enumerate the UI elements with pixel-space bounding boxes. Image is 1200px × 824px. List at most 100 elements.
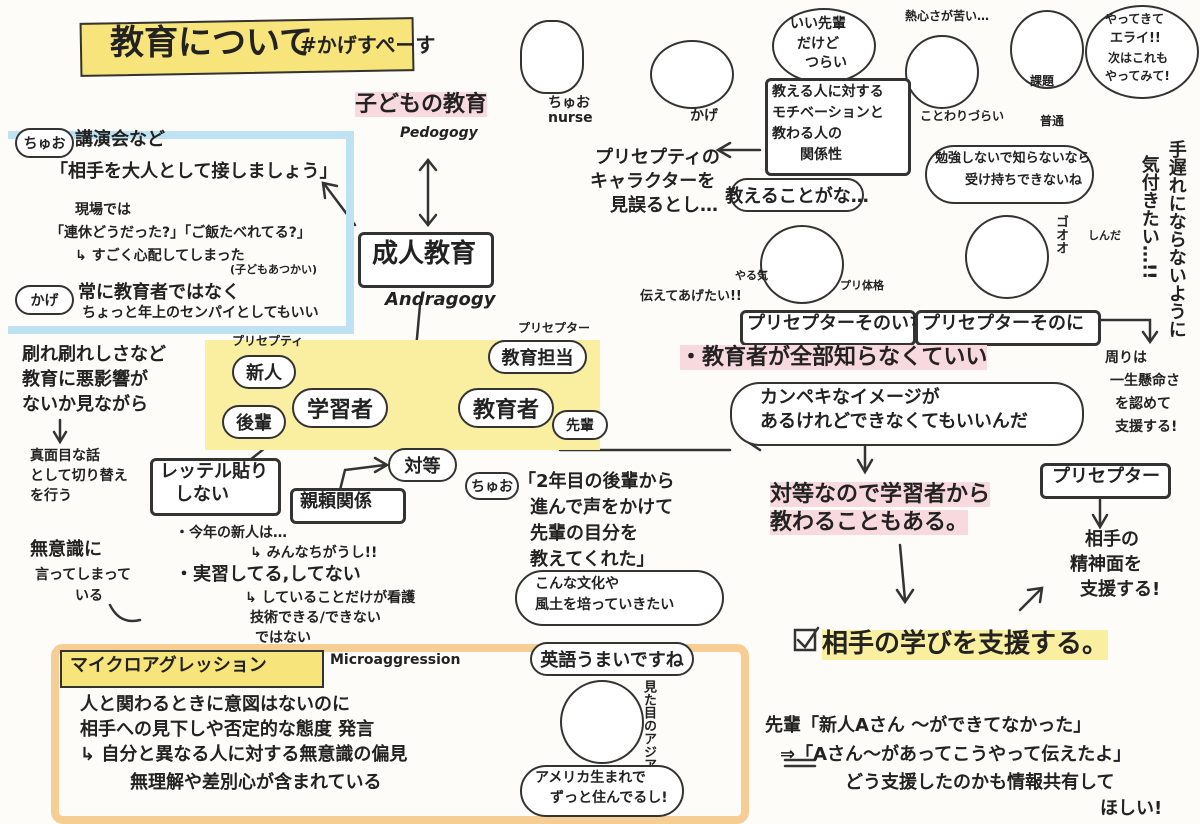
micro-title-bar bbox=[60, 650, 324, 688]
culture-bubble bbox=[515, 570, 724, 626]
motivation-3: 関係性 bbox=[800, 147, 842, 163]
no-all-text: ・教育者が全部知らなくていい bbox=[680, 345, 988, 371]
top-bubble2-1: エライ!! bbox=[1110, 31, 1161, 46]
trust-line-3: ↳ していることだけが看護 bbox=[245, 590, 416, 606]
left-line-5: (子どもあつかい) bbox=[230, 263, 318, 276]
left-col-c-1: 言ってしまって bbox=[35, 567, 132, 583]
andragogy-label: Andragogy bbox=[385, 289, 496, 310]
culture-line-0: こんな文化や bbox=[535, 576, 619, 592]
mental-2: 支援する! bbox=[1080, 579, 1161, 600]
person2-face-icon bbox=[905, 35, 979, 109]
trust-line-1: ↳ みんなちがうし!! bbox=[250, 545, 378, 561]
top-note2: ことわりづらい bbox=[920, 109, 1005, 123]
person-face-icon bbox=[560, 680, 644, 764]
label-box bbox=[150, 458, 281, 516]
senior-bubble: 先輩 bbox=[552, 410, 608, 440]
perfect-1: あるけれどできなくてもいいんだ bbox=[760, 411, 1028, 432]
preceptor-box bbox=[1040, 463, 1171, 499]
trust-line-4: 技術できる/できない bbox=[250, 610, 381, 626]
bottom-right-1: ⇒「Aさん～があってこうやって伝えたよ」 bbox=[780, 744, 1132, 765]
preceptor1-side2: やる気 bbox=[735, 269, 768, 282]
bottom-right-0: 先輩「新人Aさん ～ができてなかった」 bbox=[765, 715, 1092, 736]
chuo-avatar-icon bbox=[520, 20, 584, 94]
top-note4: 普通 bbox=[1040, 114, 1065, 128]
pedagogy-label: Pedogogy bbox=[400, 125, 478, 141]
chuo-name: ちゅお bbox=[548, 95, 590, 111]
trust-line-5: ではない bbox=[255, 630, 311, 646]
hashtag: #かげすぺーす bbox=[300, 33, 436, 57]
person3-face-icon bbox=[1010, 10, 1084, 89]
motivation-0: 教える人に対する bbox=[772, 84, 884, 100]
support-text: 相手の学びを支援する。 bbox=[822, 629, 1109, 660]
right-vertical-1: 気付きたい…!! bbox=[1138, 155, 1160, 280]
left-col-a-0: 刷れ刷れしさなど bbox=[22, 344, 166, 365]
left-line-1: 「相手を大人として接しましょう」 bbox=[50, 161, 338, 182]
preceptee-tag: プリセプティ bbox=[232, 334, 304, 348]
preceptor2-face-icon bbox=[965, 215, 1049, 299]
junior-bubble: 後輩 bbox=[222, 405, 286, 439]
preceptor2-label: プリセプターそのに bbox=[922, 313, 1084, 334]
motivation-box bbox=[765, 78, 911, 176]
left-col-b-1: として切り替え bbox=[30, 468, 128, 484]
around-2: を認めて bbox=[1115, 396, 1171, 412]
equal-learn-1: 教わることもある。 bbox=[770, 510, 969, 536]
top-bubble1-2: つらい bbox=[805, 55, 847, 71]
child-ed-label: 子どもの教育 bbox=[355, 92, 488, 118]
left-line-4: ↳ すごく心配してしまった bbox=[75, 248, 245, 264]
perfect-0: カンペキなイメージが bbox=[760, 387, 940, 408]
preceptor2-bubble-1: 受け持ちできないね bbox=[965, 173, 1083, 188]
top-bubble1-0: いい先輩 bbox=[790, 16, 846, 32]
top-note3: 課題 bbox=[1030, 74, 1055, 88]
trust-box bbox=[290, 488, 406, 524]
chuo-quote-2: 先輩の目分を bbox=[530, 523, 638, 544]
chuo-quote-tag: ちゅお bbox=[465, 472, 519, 500]
page-title: 教育について bbox=[110, 23, 313, 63]
micro-title: マイクロアグレッション bbox=[70, 655, 267, 676]
preceptor1-bubble: 教えることがな… bbox=[725, 178, 869, 212]
mental-0: 相手の bbox=[1085, 529, 1139, 550]
kage-cat-icon bbox=[650, 40, 734, 109]
bottom-right-2: どう支援したのかも情報共有して bbox=[845, 772, 1115, 793]
adult-ed-label: 成人教育 bbox=[372, 239, 477, 269]
kage-tag: かげ bbox=[15, 285, 74, 315]
preceptor1-label-box bbox=[740, 310, 916, 346]
micro-side: 見た目のアジア感 bbox=[640, 680, 656, 784]
left-col-c-2: いる bbox=[75, 588, 103, 604]
micro-bubble2-0: アメリカ生まれで bbox=[535, 770, 646, 786]
label-box-line1: レッテル貼り bbox=[160, 461, 268, 482]
top-bubble1 bbox=[772, 8, 876, 84]
bottom-right-3: ほしい! bbox=[1100, 798, 1163, 819]
educator-bubble: 教育者 bbox=[458, 388, 554, 428]
micro-line-1: 相手への見下しや否定的な態度 発言 bbox=[80, 719, 375, 740]
top-bubble2-3: やってみて! bbox=[1105, 69, 1170, 83]
preceptor-tag: プリセプター bbox=[518, 321, 591, 335]
chuo-quote-1: 進んで声をかけて bbox=[530, 497, 674, 518]
preceptee-char-2: 見誤るとし… bbox=[610, 195, 718, 216]
left-line-0: 講演会など bbox=[75, 129, 165, 150]
top-bubble2 bbox=[1085, 5, 1199, 99]
left-col-b-2: を行う bbox=[30, 488, 72, 504]
top-bubble1-1: だけど bbox=[797, 36, 839, 52]
learner-bubble: 学習者 bbox=[292, 388, 388, 428]
micro-line-0: 人と関わるときに意図はないのに bbox=[80, 694, 350, 715]
left-line-3: 「連休どうだった?」「ご飯たべれてる?」 bbox=[50, 225, 311, 241]
preceptor2-side: しんだ bbox=[1088, 229, 1121, 242]
around-1: 一生懸命さ bbox=[1110, 373, 1180, 389]
label-box-line2: しない bbox=[175, 484, 229, 505]
motivation-2: 教わる人の bbox=[772, 126, 842, 142]
preceptor2-bubble-0: 勉強しないで知らないなら bbox=[935, 151, 1091, 166]
equal-learn-0: 対等なので学習者から bbox=[770, 482, 991, 508]
chuo-quote-3: 教えてくれた」 bbox=[530, 549, 655, 570]
top-bubble2-2: 次はこれも bbox=[1108, 51, 1169, 65]
mental-1: 精神面を bbox=[1070, 554, 1142, 575]
trust-line-2: ・実習してる,してない bbox=[175, 564, 361, 585]
preceptee-char-0: プリセプティの bbox=[595, 147, 720, 168]
preceptor1-side1: 伝えてあげたい!! bbox=[640, 289, 742, 304]
micro-bubble2 bbox=[520, 765, 684, 817]
preceptor2-sfx: ゴオオ bbox=[1052, 215, 1068, 254]
kage-line-1: ちょっと年上のセンパイとしてもいい bbox=[82, 305, 319, 321]
motivation-1: モチベーションと bbox=[772, 105, 884, 121]
chuo-role: nurse bbox=[548, 110, 593, 126]
preceptor1-face-icon bbox=[760, 225, 844, 304]
preceptor1-side3: プリ体格 bbox=[840, 279, 884, 292]
